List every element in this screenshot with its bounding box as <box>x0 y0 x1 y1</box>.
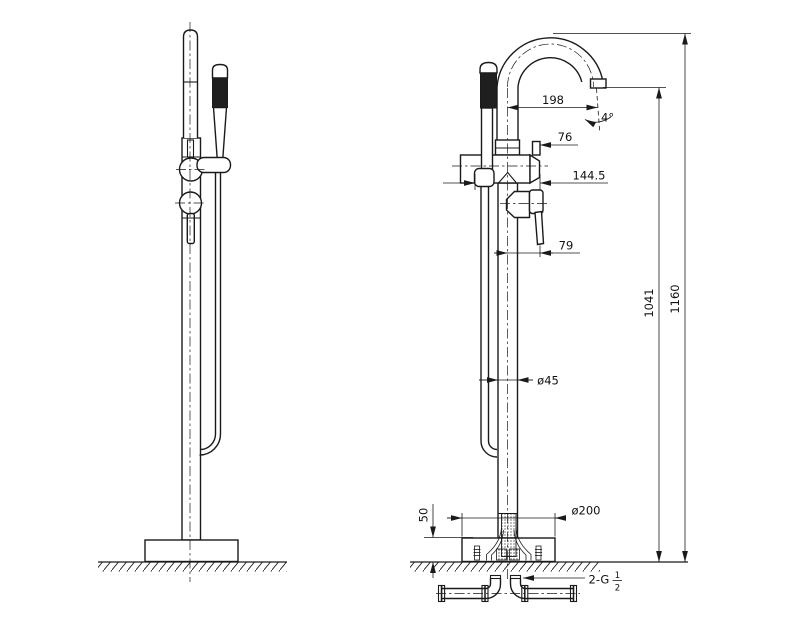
threaded-shank <box>501 513 517 557</box>
spout-outlet-ring <box>589 78 607 89</box>
centerlines <box>175 22 594 594</box>
centerline-gooseneck <box>507 43 594 88</box>
side-view <box>98 29 287 572</box>
dim-inlet-thread-denominator: 2 <box>615 584 620 594</box>
side-port <box>186 139 195 158</box>
mounting-nut-left <box>496 548 507 561</box>
dimension-base-diameter: ø200 <box>447 504 601 537</box>
dimension-spout-reach: 198 <box>507 93 598 111</box>
mounting-nut-right <box>509 548 520 561</box>
floor-hatch-front <box>410 562 600 572</box>
dimension-base-height: 50 <box>417 504 473 578</box>
mixer-lever-front <box>534 210 545 246</box>
shower-hose-front-inner <box>487 186 498 451</box>
shower-hose-side-inner <box>199 172 217 451</box>
dimension-outlet-height: 1041 <box>603 87 666 562</box>
valve-body-end <box>529 153 541 185</box>
inlet-stub-right <box>509 574 522 580</box>
dimension-body-width: 144.5 <box>443 169 608 190</box>
dim-body-width-label: 144.5 <box>573 169 606 183</box>
dimension-top-port: 76 <box>540 130 578 148</box>
mixer-cartridge <box>505 190 531 219</box>
dimension-overall-height: 1160 <box>553 33 691 562</box>
dimension-column-diameter: ø45 <box>479 374 559 388</box>
dim-base-diameter-label: ø200 <box>572 504 601 518</box>
dimensions: 198 4° 76 144.5 79 ø45 <box>417 33 691 594</box>
shower-hose-side-outer <box>199 172 222 456</box>
inlet-stub-left <box>489 574 502 580</box>
dim-base-height-label: 50 <box>417 508 431 523</box>
mixer-lever-side <box>186 212 196 245</box>
water-stream-line <box>596 88 601 134</box>
dim-column-diameter-label: ø45 <box>537 374 559 388</box>
valve-body <box>459 154 531 184</box>
dimension-spout-angle: 4° <box>584 111 614 128</box>
gooseneck-outer <box>496 37 604 88</box>
top-port <box>531 140 541 156</box>
anchor-bolt-right <box>535 545 542 561</box>
dimension-lever-offset: 79 <box>494 239 580 257</box>
handshower-grip-side <box>212 77 228 108</box>
floor-hatch-side <box>98 562 287 572</box>
dim-inlet-thread-label: 2-G <box>589 573 610 587</box>
handshower-cap-side <box>211 63 229 79</box>
dim-outlet-height-label: 1041 <box>642 288 656 317</box>
spout-tube-side <box>182 29 199 138</box>
dim-spout-reach-label: 198 <box>542 93 564 107</box>
supply-pipes <box>437 574 578 603</box>
hose-nut <box>473 167 495 188</box>
base-side <box>144 539 239 563</box>
dim-spout-angle-label: 4° <box>601 111 614 125</box>
shower-hose-front-outer <box>480 186 498 458</box>
dimension-inlet-thread: 2-G 1 2 <box>523 571 622 594</box>
handshower-wand-front <box>480 107 494 171</box>
body-notch <box>498 171 517 184</box>
gooseneck-inner <box>517 57 583 88</box>
dim-inlet-thread-numerator: 1 <box>615 571 620 581</box>
handshower-holder <box>196 156 232 174</box>
handshower-cap-front <box>479 61 498 74</box>
dim-top-port-label: 76 <box>558 130 573 144</box>
mixer-cap <box>528 189 544 215</box>
anchor-bolt-left <box>473 545 481 561</box>
handshower-wand-side <box>212 106 228 160</box>
dim-lever-offset-label: 79 <box>559 239 574 253</box>
handshower-grip-front <box>480 72 497 109</box>
dim-overall-height-label: 1160 <box>668 284 682 313</box>
